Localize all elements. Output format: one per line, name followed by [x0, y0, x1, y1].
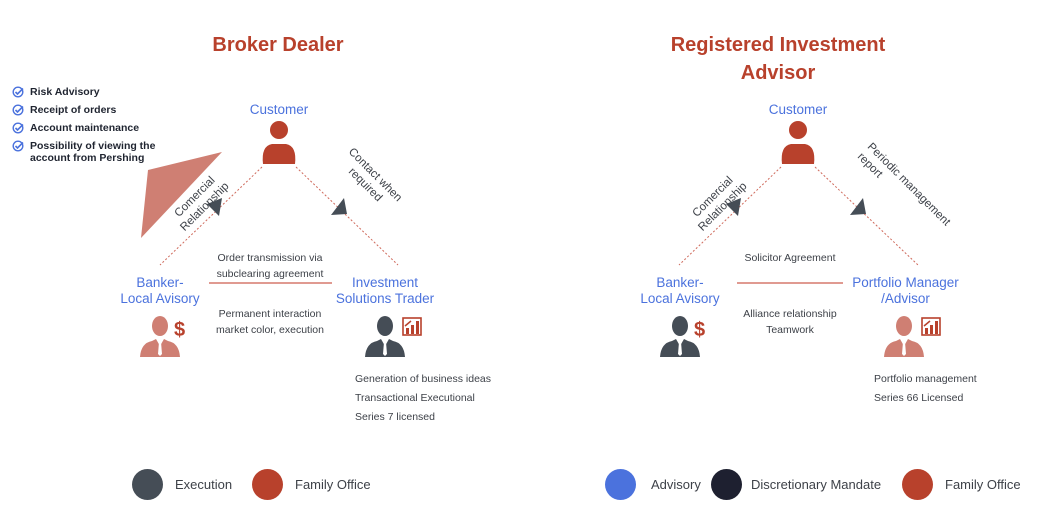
broker-dealer-title: Broker Dealer: [212, 34, 344, 56]
arrow-left-ria: [726, 198, 741, 216]
middle-label-line: Order transmission via: [217, 252, 323, 264]
connector-customer-trader: [295, 166, 399, 266]
check-circle-icon: [12, 86, 24, 98]
checklist-item-label: Account maintenance: [30, 122, 140, 134]
banker-label: Banker- Local Avisory: [100, 275, 220, 307]
arrow-right-ria: [850, 198, 866, 215]
portfolio-manager-label: Portfolio Manager /Advisor: [838, 275, 973, 307]
legend-label: Execution: [175, 477, 233, 492]
arrow-left: [207, 198, 222, 216]
legend-item-advisory: Advisory: [605, 469, 701, 500]
banker-label-line: Banker-: [656, 275, 704, 290]
svg-text:$: $: [174, 319, 185, 341]
middle-label-line: market color, execution: [216, 324, 324, 336]
checklist-item: Possibility of viewing the account from …: [12, 140, 162, 164]
legend-label: Advisory: [651, 477, 701, 492]
middle-label-line: Teamwork: [766, 324, 814, 336]
highlight-triangle: [141, 152, 222, 238]
banker-label-line: Local Avisory: [120, 291, 200, 306]
checklist-item-label: Possibility of viewing the account from …: [30, 140, 156, 164]
checklist-item-label: Risk Advisory: [30, 86, 100, 98]
checklist-item: Risk Advisory: [12, 86, 162, 98]
pm-label-line: Portfolio Manager: [852, 275, 959, 290]
customer-label: Customer: [249, 102, 309, 117]
legend-item-family-office-ria: Family Office: [902, 469, 1021, 500]
trader-description: Generation of business ideas Transaction…: [355, 370, 525, 427]
legend-item-family-office: Family Office: [252, 469, 371, 500]
businessman-dollar-icon: $: [140, 316, 185, 357]
middle-bottom-label: Permanent interaction market color, exec…: [200, 306, 340, 338]
description-line: Portfolio management: [874, 373, 977, 385]
pm-description: Portfolio management Series 66 Licensed: [874, 370, 1024, 408]
customer-label-ria: Customer: [768, 102, 828, 117]
description-line: Generation of business ideas: [355, 373, 492, 385]
svg-text:$: $: [694, 319, 705, 341]
middle-label-line: Alliance relationship: [743, 308, 837, 320]
banker-label-line: Banker-: [136, 275, 184, 290]
banker-label-line: Local Avisory: [640, 291, 720, 306]
businessman-dollar-icon: $: [660, 316, 705, 357]
checklist-item: Receipt of orders: [12, 104, 162, 116]
middle-top-label-ria: Solicitor Agreement: [720, 250, 860, 266]
middle-label-line: Solicitor Agreement: [744, 252, 836, 264]
legend-swatch: [252, 469, 283, 500]
legend-item-discretionary: Discretionary Mandate: [711, 469, 881, 500]
pm-label-line: /Advisor: [881, 291, 930, 306]
legend-label: Family Office: [295, 477, 371, 492]
legend-swatch: [902, 469, 933, 500]
check-circle-icon: [12, 122, 24, 134]
person-icon: [262, 121, 296, 164]
banker-label-ria: Banker- Local Avisory: [620, 275, 740, 307]
check-circle-icon: [12, 104, 24, 116]
connector-customer-banker-ria: [678, 166, 782, 266]
checklist: Risk Advisory Receipt of orders Account …: [12, 86, 162, 170]
legend-label: Family Office: [945, 477, 1021, 492]
ria-title-line: Advisor: [740, 62, 816, 84]
connector-customer-banker: [159, 166, 263, 266]
trader-label-line: Solutions Trader: [335, 291, 435, 306]
middle-label-line: subclearing agreement: [216, 268, 324, 280]
trader-label: Investment Solutions Trader: [320, 275, 450, 307]
legend-swatch: [132, 469, 163, 500]
businessman-chart-icon: [365, 316, 422, 357]
checklist-item: Account maintenance: [12, 122, 162, 134]
legend-label: Discretionary Mandate: [751, 477, 882, 492]
check-circle-icon: [12, 140, 24, 152]
legend-item-execution: Execution: [132, 469, 232, 500]
person-icon: [781, 121, 815, 164]
ria-title: Registered Investment Advisor: [648, 31, 908, 87]
legend-swatch: [605, 469, 636, 500]
checklist-item-label: Receipt of orders: [30, 104, 117, 116]
middle-label-line: Permanent interaction: [218, 308, 322, 320]
ria-title-line: Registered Investment: [670, 34, 886, 56]
middle-bottom-label-ria: Alliance relationship Teamwork: [720, 306, 860, 338]
description-line: Transactional Executional: [355, 392, 475, 404]
middle-top-label: Order transmission via subclearing agree…: [200, 250, 340, 282]
description-line: Series 7 licensed: [355, 411, 435, 423]
businessman-chart-icon: [884, 316, 941, 357]
arrow-right: [331, 198, 347, 215]
trader-label-line: Investment: [351, 275, 419, 290]
legend-swatch: [711, 469, 742, 500]
description-line: Series 66 Licensed: [874, 392, 964, 404]
